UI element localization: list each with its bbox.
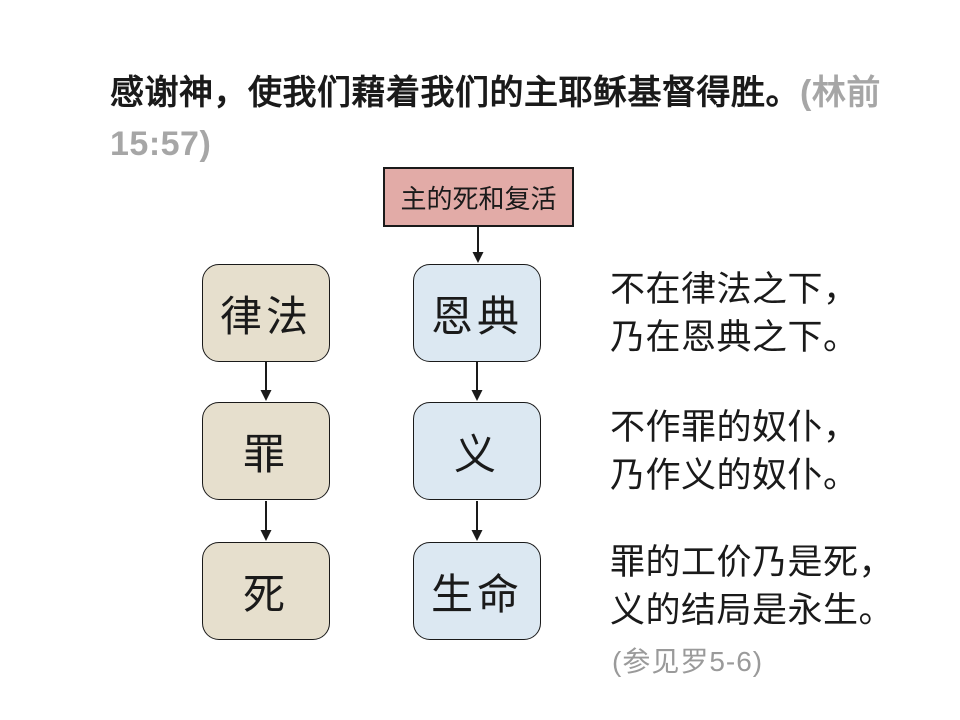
annotation-line: 义的结局是永生。 bbox=[610, 591, 895, 630]
arrow-law-to-sin bbox=[260, 362, 272, 401]
title-line-1: 感谢神，使我们藉着我们的主耶稣基督得胜。(林前 bbox=[110, 68, 900, 119]
title-scripture-reference: (林前 bbox=[800, 74, 881, 112]
arrow-sin-to-death bbox=[260, 501, 272, 541]
annotation-wages: 罪的工价乃是死， 义的结局是永生。 bbox=[610, 539, 955, 635]
annotation-line: 不在律法之下， bbox=[610, 270, 859, 309]
title-scripture-reference-line2: 15:57) bbox=[110, 125, 212, 163]
title-main-text: 感谢神，使我们藉着我们的主耶稣基督得胜。 bbox=[110, 74, 800, 112]
box-righteousness: 义 bbox=[413, 402, 541, 500]
page-title: 感谢神，使我们藉着我们的主耶稣基督得胜。(林前 15:57) bbox=[110, 68, 900, 170]
annotation-servants: 不作罪的奴仆， 乃作义的奴仆。 bbox=[610, 404, 955, 500]
annotation-grace: 不在律法之下， 乃在恩典之下。 bbox=[610, 266, 955, 362]
annotation-line: 乃在恩典之下。 bbox=[610, 318, 859, 357]
box-life: 生命 bbox=[413, 542, 541, 640]
box-sin: 罪 bbox=[202, 402, 330, 500]
box-grace: 恩典 bbox=[413, 264, 541, 362]
arrow-grace-to-righteousness bbox=[471, 362, 483, 401]
footnote-scripture-reference: (参见罗5-6) bbox=[612, 646, 764, 677]
box-law: 律法 bbox=[202, 264, 330, 362]
box-death: 死 bbox=[202, 542, 330, 640]
arrow-righteousness-to-life bbox=[471, 501, 483, 541]
annotation-line: 罪的工价乃是死， bbox=[610, 543, 895, 582]
box-death-and-resurrection: 主的死和复活 bbox=[383, 167, 574, 227]
arrow-top-box-to-grace bbox=[472, 227, 484, 263]
annotation-line: 乃作义的奴仆。 bbox=[610, 456, 859, 495]
annotation-line: 不作罪的奴仆， bbox=[610, 408, 859, 447]
